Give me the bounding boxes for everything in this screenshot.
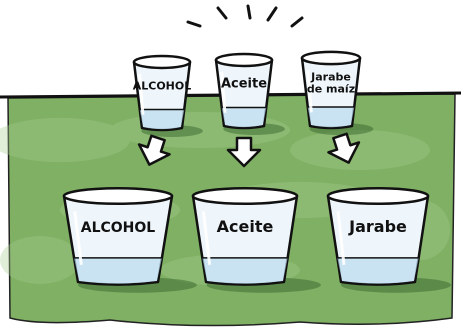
glass-rim bbox=[193, 188, 297, 203]
mat-highlight bbox=[290, 130, 430, 170]
mat-highlight bbox=[0, 236, 80, 284]
sparkle-line bbox=[188, 22, 200, 26]
liquid-fill bbox=[74, 258, 162, 284]
liquid-fill bbox=[202, 258, 287, 284]
glass-rim bbox=[216, 54, 272, 66]
small-glass-label: Jarabe bbox=[310, 71, 351, 84]
sparkle-line bbox=[218, 8, 226, 18]
sparkle-line bbox=[268, 8, 276, 20]
liquid-fill bbox=[308, 107, 354, 127]
liquid-fill bbox=[140, 110, 184, 130]
liquid-fill bbox=[337, 258, 418, 284]
glass-rim bbox=[134, 56, 190, 68]
glass-rim bbox=[328, 188, 428, 203]
liquid-fill bbox=[222, 108, 266, 128]
big-glasses-row: ALCOHOL Aceite Jarabe bbox=[64, 188, 451, 292]
sparkle-lines-icon bbox=[188, 6, 302, 26]
big-glass-label: Jarabe bbox=[348, 217, 407, 236]
sparkle-line bbox=[248, 6, 250, 18]
sparkle-line bbox=[292, 18, 302, 26]
small-glass-label: ALCOHOL bbox=[133, 80, 192, 93]
glass-rim bbox=[64, 188, 172, 203]
glass-rim bbox=[302, 52, 360, 64]
small-glass-label: Aceite bbox=[221, 77, 267, 92]
big-glass-label: Aceite bbox=[217, 217, 274, 236]
small-glass-label: de maíz bbox=[307, 83, 355, 96]
big-glass-label: ALCOHOL bbox=[81, 220, 156, 236]
